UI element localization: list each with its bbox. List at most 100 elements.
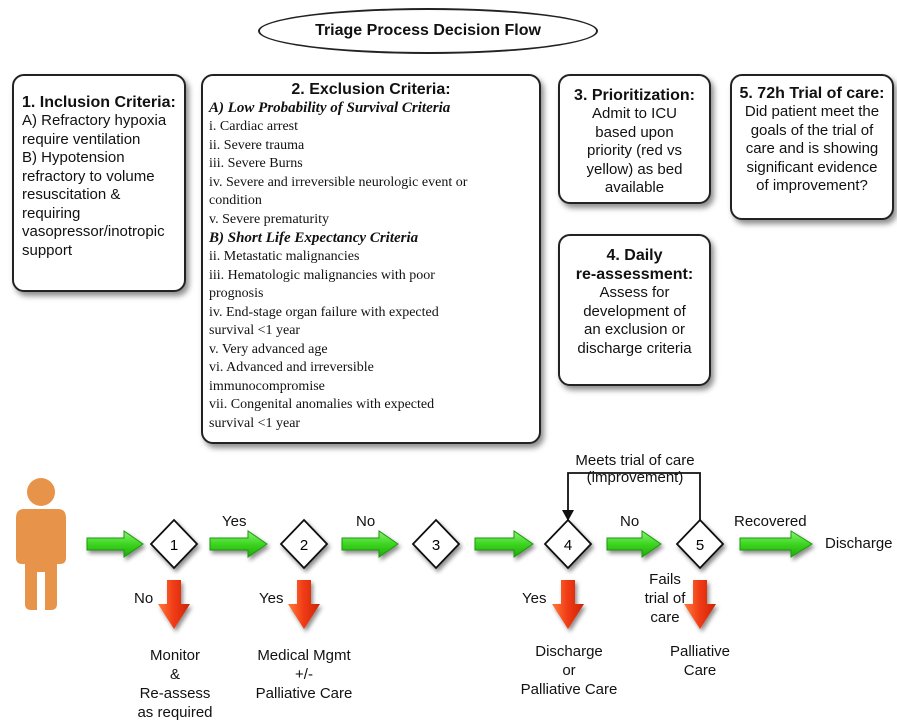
exclusion-item: v. Very advanced age bbox=[209, 341, 328, 357]
decision-diamond-3: 3 bbox=[411, 518, 461, 570]
inclusion-heading: 1. Inclusion Criteria: bbox=[22, 94, 176, 111]
inclusion-line: A) Refractory hypoxia bbox=[22, 112, 167, 129]
exclusion-item: survival <1 year bbox=[209, 323, 301, 338]
exclusion-heading: 2. Exclusion Criteria: bbox=[291, 81, 451, 98]
exclusion-item: vi. Advanced and irreversible bbox=[209, 360, 374, 375]
fails-line: trial of bbox=[644, 590, 686, 607]
person-icon bbox=[16, 478, 66, 610]
arrow-4-to-5 bbox=[606, 530, 662, 558]
outcome-5: Palliative Care bbox=[650, 642, 750, 680]
arrow-1-to-2 bbox=[209, 530, 268, 558]
exclusion-item: survival <1 year bbox=[209, 415, 301, 431]
fails-line: Fails bbox=[649, 571, 681, 588]
label-no-4-to-5: No bbox=[620, 513, 640, 530]
inclusion-criteria-box: 1. Inclusion Criteria: A) Refractory hyp… bbox=[12, 74, 186, 292]
inclusion-line: refractory to volume bbox=[22, 167, 155, 185]
outcome-line: Medical Mgmt bbox=[257, 647, 351, 664]
prioritization-line: yellow) as bed bbox=[586, 160, 683, 178]
down-arrow-5 bbox=[684, 580, 716, 629]
arrow-person-to-1 bbox=[86, 530, 144, 558]
inclusion-line: B) Hypotension bbox=[22, 149, 125, 166]
outcome-line: Monitor bbox=[149, 647, 201, 664]
exclusion-item: ii. Metastatic malignancies bbox=[209, 249, 360, 264]
exclusion-item: iii. Hematologic malignancies with poor bbox=[209, 267, 435, 283]
trial-line: goals of the trial of bbox=[750, 121, 874, 139]
diamond-number: 2 bbox=[300, 537, 308, 554]
label-yes-down-2: Yes bbox=[259, 590, 284, 607]
arrow-3-to-4 bbox=[474, 530, 534, 558]
outcome-line: Palliative Care bbox=[255, 685, 353, 702]
decision-diamond-5: 5 bbox=[675, 518, 725, 570]
loop-arrowhead bbox=[562, 510, 574, 521]
label-recovered: Recovered bbox=[734, 513, 807, 530]
exclusion-criteria-box: 2. Exclusion Criteria: A) Low Probabilit… bbox=[201, 74, 541, 444]
exclusion-item: condition bbox=[209, 193, 262, 208]
prioritization-heading: 3. Prioritization: bbox=[574, 87, 695, 104]
decision-diamond-2: 2 bbox=[279, 518, 329, 570]
diamond-number: 4 bbox=[564, 537, 572, 554]
prioritization-line: priority (red vs bbox=[586, 142, 683, 159]
prioritization-line: available bbox=[604, 179, 665, 196]
exclusion-item: i. Cardiac arrest bbox=[209, 119, 299, 134]
label-yes-1-to-2: Yes bbox=[222, 513, 247, 530]
outcome-line: & bbox=[169, 666, 180, 683]
exclusion-item: prognosis bbox=[209, 286, 264, 301]
trial-line: Did patient meet the bbox=[744, 103, 880, 120]
outcome-line: +/- bbox=[295, 666, 313, 683]
inclusion-line: vasopressor/inotropic bbox=[22, 223, 165, 240]
down-arrow-4 bbox=[552, 580, 584, 629]
exclusion-section-a: A) Low Probability of Survival Criteria bbox=[209, 100, 451, 116]
prioritization-line: based upon bbox=[595, 123, 674, 141]
outcome-line: Palliative Care bbox=[520, 681, 618, 698]
exclusion-item: iv. End-stage organ failure with expecte… bbox=[209, 304, 439, 320]
label-fails-trial: Fails trial of care bbox=[640, 570, 690, 627]
loop-connector bbox=[567, 472, 701, 520]
inclusion-line: require ventilation bbox=[22, 130, 141, 148]
outcome-line: Discharge bbox=[535, 643, 603, 660]
outcome-line: or bbox=[562, 662, 576, 679]
exclusion-item: ii. Severe trauma bbox=[209, 137, 305, 153]
loop-label-line: Meets trial of care bbox=[575, 452, 695, 469]
reassessment-heading: re-assessment: bbox=[575, 266, 694, 283]
inclusion-line: resuscitation & bbox=[22, 186, 121, 203]
exclusion-item: iv. Severe and irreversible neurologic e… bbox=[209, 174, 468, 190]
inclusion-line: requiring bbox=[22, 204, 81, 222]
arrow-5-to-discharge bbox=[739, 530, 813, 558]
outcome-4: Discharge or Palliative Care bbox=[505, 642, 633, 699]
reassessment-line: discharge criteria bbox=[577, 339, 692, 357]
inclusion-line: support bbox=[22, 241, 73, 259]
trial-line: care and is showing bbox=[745, 140, 879, 157]
diamond-number: 3 bbox=[432, 537, 440, 554]
decision-diamond-1: 1 bbox=[149, 518, 199, 570]
reassessment-line: Assess for bbox=[599, 284, 670, 301]
outcome-line: as required bbox=[137, 704, 213, 721]
down-arrow-1 bbox=[158, 580, 190, 629]
outcome-1: Monitor & Re-assess as required bbox=[120, 646, 230, 722]
fails-line: care bbox=[650, 609, 680, 626]
reassessment-line: development of bbox=[583, 302, 686, 320]
trial-of-care-box: 5. 72h Trial of care: Did patient meet t… bbox=[730, 74, 894, 220]
label-no-2-to-3: No bbox=[356, 513, 376, 530]
label-yes-down-4: Yes bbox=[522, 590, 547, 607]
diagram-title: Triage Process Decision Flow bbox=[258, 8, 598, 54]
decision-diamond-4: 4 bbox=[543, 518, 593, 570]
down-arrow-2 bbox=[288, 580, 320, 629]
exclusion-item: immunocompromise bbox=[209, 378, 325, 394]
reassessment-line: an exclusion or bbox=[584, 321, 685, 338]
outcome-2: Medical Mgmt +/- Palliative Care bbox=[240, 646, 368, 703]
label-no-down-1: No bbox=[134, 590, 154, 607]
arrow-2-to-3 bbox=[341, 530, 399, 558]
prioritization-box: 3. Prioritization: Admit to ICU based up… bbox=[558, 74, 711, 204]
daily-reassessment-box: 4. Daily re-assessment: Assess for devel… bbox=[558, 234, 711, 386]
exclusion-section-b: B) Short Life Expectancy Criteria bbox=[209, 230, 419, 246]
reassessment-heading: 4. Daily bbox=[606, 247, 663, 264]
outcome-line: Palliative bbox=[669, 643, 731, 660]
loop-label: Meets trial of care (improvement) bbox=[562, 452, 708, 486]
trial-line: of improvement? bbox=[756, 177, 868, 194]
outcome-line: Re-assess bbox=[139, 685, 211, 702]
diamond-number: 5 bbox=[696, 537, 704, 554]
exclusion-item: v. Severe prematurity bbox=[209, 211, 329, 227]
label-discharge-end: Discharge bbox=[825, 535, 893, 552]
diamond-number: 1 bbox=[170, 537, 178, 554]
